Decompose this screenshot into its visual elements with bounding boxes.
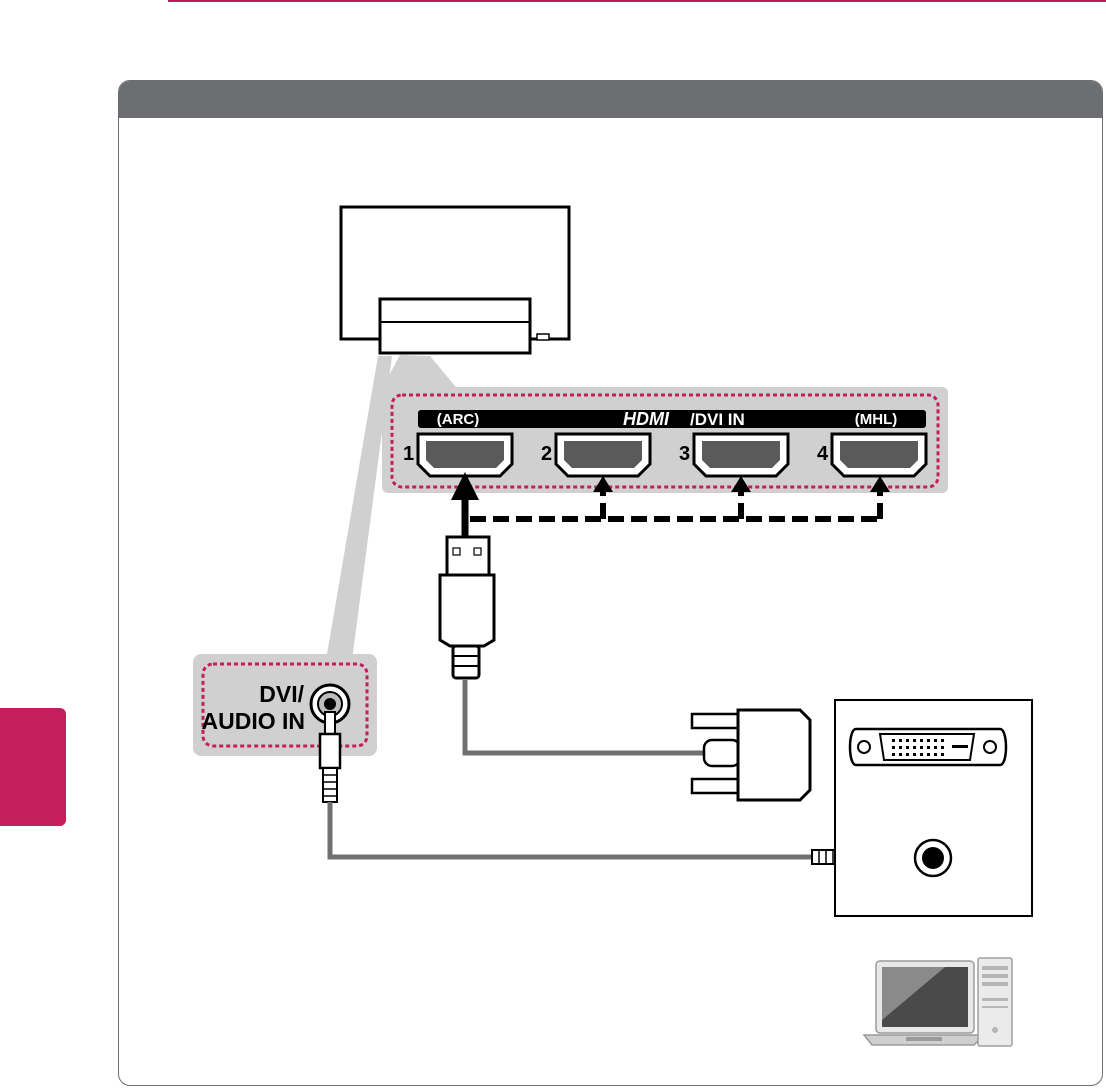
callout-wedge-hdmi <box>380 355 460 392</box>
mhl-label: (MHL) <box>855 411 897 428</box>
dvi-connector <box>692 710 810 800</box>
hdmi-brand-label: HDMI <box>623 409 670 429</box>
hdmi-port-3 <box>694 434 788 476</box>
hdmi-to-dvi-cable <box>465 680 707 753</box>
dvi-in-label: /DVI IN <box>690 410 745 429</box>
arc-label: (ARC) <box>437 411 480 428</box>
desktop-tower-icon <box>978 958 1012 1046</box>
audio-cable <box>330 802 812 857</box>
hdmi-port-2 <box>556 434 650 476</box>
port-number-3: 3 <box>679 443 690 465</box>
laptop-icon <box>864 961 984 1045</box>
audio-jack-pc <box>915 840 951 876</box>
dashed-alt-routes <box>470 490 880 519</box>
audio-panel-line1: DVI/ <box>259 681 304 707</box>
dvi-port-pc <box>850 729 1006 765</box>
hdmi-port-4 <box>832 434 926 476</box>
hdmi-plug <box>440 537 494 678</box>
port-number-2: 2 <box>541 443 552 465</box>
port-number-1: 1 <box>403 443 414 465</box>
audio-panel-line2: AUDIO IN <box>202 708 306 734</box>
tv-icon <box>341 207 569 353</box>
port-number-4: 4 <box>817 443 829 465</box>
hdmi-port-1 <box>418 434 512 476</box>
